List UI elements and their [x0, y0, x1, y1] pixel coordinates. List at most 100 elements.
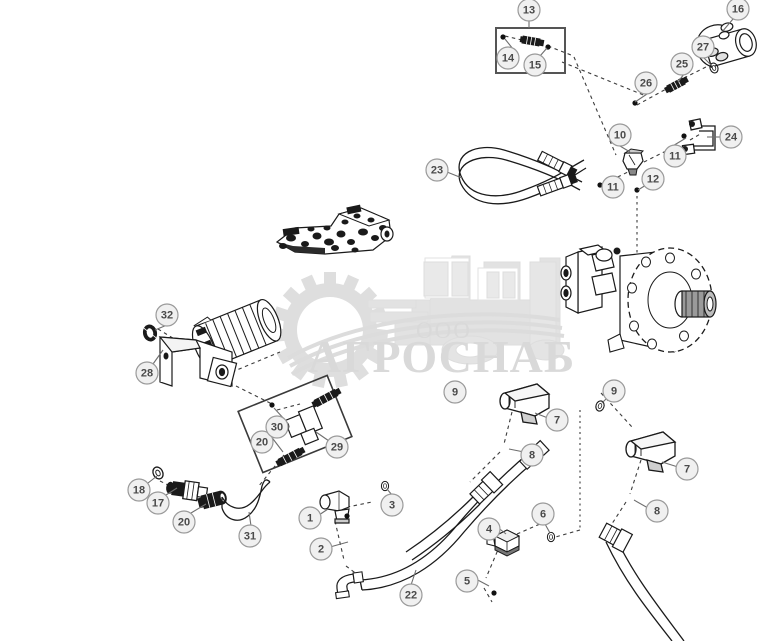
part-25-fitting	[663, 76, 689, 94]
part-14-bolt	[500, 34, 506, 40]
callout-number: 1	[307, 513, 313, 525]
callout-circle	[155, 303, 179, 327]
callout-27[interactable]: 27	[691, 35, 715, 59]
callout-5[interactable]: 5	[455, 569, 479, 593]
callout-1[interactable]: 1	[298, 506, 322, 530]
callout-circle	[608, 123, 632, 147]
callout-number: 29	[331, 442, 343, 454]
callout-number: 20	[178, 517, 190, 529]
part-5-bolt	[491, 590, 497, 596]
callout-11[interactable]: 11	[663, 144, 687, 168]
callout-circle	[425, 158, 449, 182]
callout-number: 24	[725, 132, 738, 144]
callout-13[interactable]: 13	[517, 0, 541, 22]
callout-10[interactable]: 10	[608, 123, 632, 147]
callout-number: 23	[431, 165, 443, 177]
callout-8[interactable]: 8	[645, 499, 669, 523]
callout-22[interactable]: 22	[399, 583, 423, 607]
detail-callout-box	[495, 27, 566, 74]
part-30-bolt	[269, 402, 275, 408]
callout-number: 8	[654, 506, 660, 518]
callout-number: 11	[607, 182, 619, 194]
callout-9[interactable]: 9	[602, 379, 626, 403]
callout-25[interactable]: 25	[670, 52, 694, 76]
callout-number: 28	[141, 368, 153, 380]
callout-circle	[726, 0, 750, 21]
hydraulic-motor-assembly	[560, 244, 717, 353]
callout-circle	[443, 380, 467, 404]
callout-number: 7	[684, 464, 690, 476]
callout-26[interactable]: 26	[634, 71, 658, 95]
callout-circle	[545, 408, 569, 432]
short-curved-hose	[221, 479, 271, 521]
callout-circle	[172, 510, 196, 534]
watermark-swoosh	[287, 312, 565, 376]
callout-20[interactable]: 20	[172, 510, 196, 534]
callout-8[interactable]: 8	[520, 443, 544, 467]
callout-18[interactable]: 18	[127, 478, 151, 502]
mounting-bracket	[158, 336, 238, 388]
callout-number: 14	[502, 53, 515, 65]
callout-32[interactable]: 32	[155, 303, 179, 327]
callout-number: 4	[486, 524, 493, 536]
callout-20[interactable]: 20	[250, 430, 274, 454]
callout-15[interactable]: 15	[523, 53, 547, 77]
watermark: ООО АГРОСНАБ	[271, 255, 574, 388]
callout-circle	[135, 361, 159, 385]
callout-14[interactable]: 14	[496, 46, 520, 70]
callout-number: 2	[318, 544, 324, 556]
callout-28[interactable]: 28	[135, 361, 159, 385]
callout-circle	[520, 443, 544, 467]
callout-number: 10	[614, 130, 626, 142]
valve-block-assembly	[275, 204, 394, 255]
callout-number: 27	[697, 42, 709, 54]
callout-circle	[634, 71, 658, 95]
callout-30[interactable]: 30	[265, 415, 289, 439]
callout-7[interactable]: 7	[545, 408, 569, 432]
callout-3[interactable]: 3	[380, 493, 404, 517]
watermark-text-line1: ООО	[416, 318, 472, 343]
flexible-hose-loop	[458, 146, 587, 205]
callout-circle	[601, 175, 625, 199]
callout-circle	[455, 569, 479, 593]
callout-16[interactable]: 16	[726, 0, 750, 21]
callout-4[interactable]: 4	[477, 517, 501, 541]
callout-circle	[146, 491, 170, 515]
callout-circle	[602, 379, 626, 403]
part-6-washer	[546, 531, 556, 543]
callout-17[interactable]: 17	[146, 491, 170, 515]
callout-circle	[238, 524, 262, 548]
gear-icon	[271, 272, 389, 388]
callout-circle	[127, 478, 151, 502]
callout-31[interactable]: 31	[238, 524, 262, 548]
callout-9[interactable]: 9	[443, 380, 467, 404]
callout-29[interactable]: 29	[325, 435, 349, 459]
callout-number: 6	[540, 509, 546, 521]
callout-circle	[298, 506, 322, 530]
callout-circle	[380, 493, 404, 517]
callout-number: 13	[523, 5, 535, 17]
part-15-fitting	[519, 35, 545, 47]
callout-number: 3	[389, 500, 395, 512]
callout-2[interactable]: 2	[309, 537, 333, 561]
callout-number: 9	[452, 387, 458, 399]
callout-number: 32	[161, 310, 173, 322]
callout-circle	[719, 125, 743, 149]
callout-number: 15	[529, 60, 541, 72]
callout-number: 9	[611, 386, 617, 398]
callout-11[interactable]: 11	[601, 175, 625, 199]
callout-circle	[399, 583, 423, 607]
callout-number: 30	[271, 422, 283, 434]
callout-12[interactable]: 12	[641, 167, 665, 191]
callout-24[interactable]: 24	[719, 125, 743, 149]
callout-number: 18	[133, 485, 145, 497]
callout-7[interactable]: 7	[675, 457, 699, 481]
callout-23[interactable]: 23	[425, 158, 449, 182]
part-32-seal	[142, 324, 158, 342]
callout-number: 25	[676, 59, 688, 71]
callout-6[interactable]: 6	[531, 502, 555, 526]
hose-8-left	[405, 470, 504, 561]
